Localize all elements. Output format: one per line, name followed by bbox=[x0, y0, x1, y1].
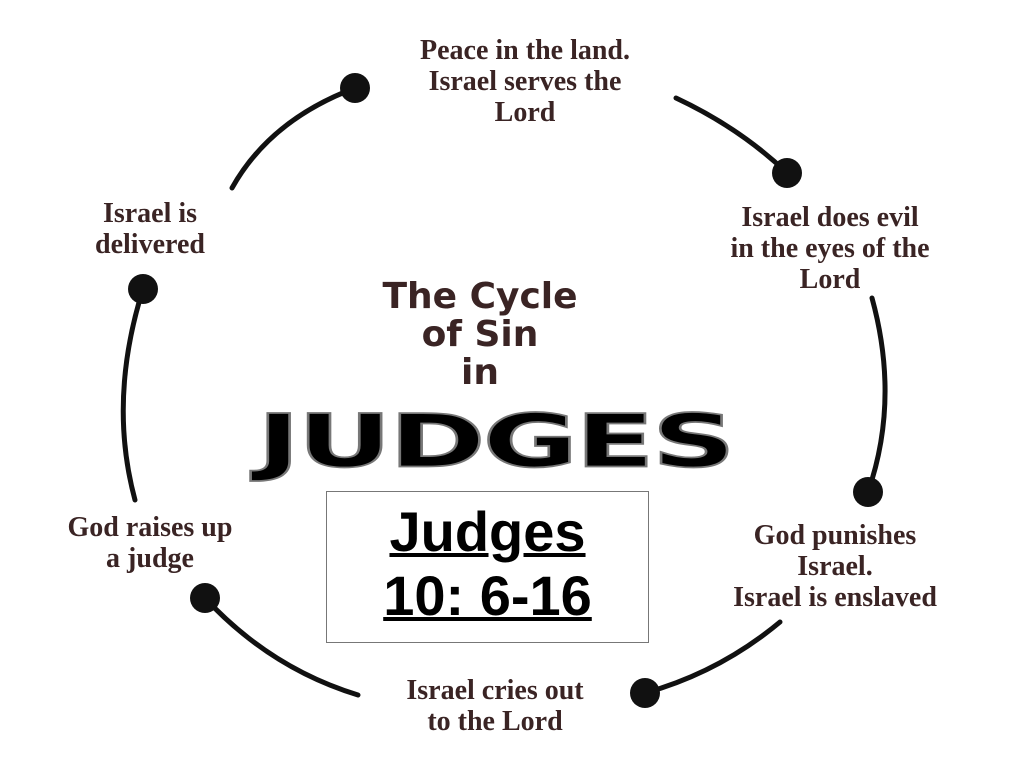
arc-4 bbox=[642, 619, 783, 696]
scripture-reference-box: Judges 10: 6-16 bbox=[326, 491, 649, 643]
dot-2 bbox=[772, 158, 802, 188]
stage-delivered: Israel is delivered bbox=[95, 198, 205, 260]
dot-6 bbox=[128, 274, 158, 304]
dot-4 bbox=[630, 678, 660, 708]
stage-punished: God punishes Israel. Israel is enslaved bbox=[733, 520, 937, 613]
stage-peace: Peace in the land. Israel serves the Lor… bbox=[420, 35, 630, 128]
arc-3 bbox=[865, 295, 888, 495]
judges-logo: JUDGES bbox=[256, 399, 737, 485]
stage-judge-raised: God raises up a judge bbox=[67, 512, 233, 574]
reference-book: Judges bbox=[389, 500, 586, 563]
arc-1 bbox=[229, 85, 358, 191]
dot-1 bbox=[340, 73, 370, 103]
diagram-title: The Cycle of Sin in bbox=[382, 276, 578, 393]
stage-does-evil: Israel does evil in the eyes of the Lord bbox=[730, 202, 930, 295]
arc-6 bbox=[120, 286, 146, 503]
dot-5 bbox=[190, 583, 220, 613]
dot-3 bbox=[853, 477, 883, 507]
arc-2 bbox=[673, 95, 790, 176]
stage-cries-out: Israel cries out to the Lord bbox=[406, 675, 584, 737]
arc-5 bbox=[202, 595, 361, 698]
reference-verses: 10: 6-16 bbox=[383, 564, 592, 627]
